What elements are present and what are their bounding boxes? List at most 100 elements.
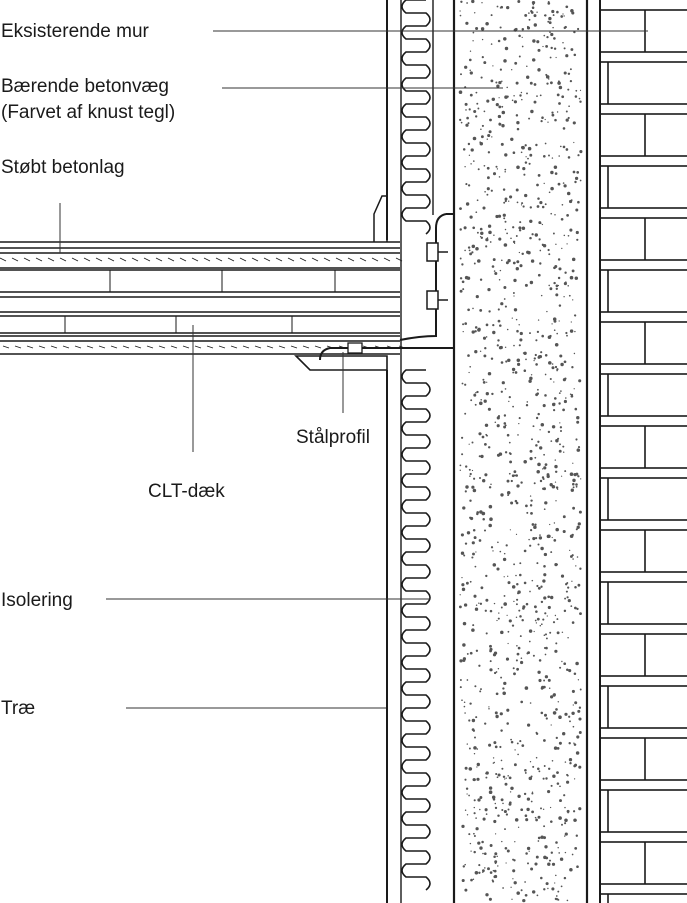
aggregate-dot [482, 479, 486, 483]
aggregate-dot [469, 50, 472, 52]
aggregate-dot [462, 323, 465, 326]
aggregate-dot [552, 232, 555, 235]
aggregate-dot [503, 414, 507, 417]
aggregate-dot [547, 0, 550, 3]
concrete-texture [278, 345, 286, 349]
aggregate-dot [544, 118, 546, 121]
aggregate-dot [480, 231, 484, 236]
aggregate-dot [473, 812, 476, 815]
aggregate-dot [530, 512, 533, 515]
aggregate-dot [513, 344, 515, 347]
aggregate-dot [498, 80, 502, 85]
aggregate-dot [475, 551, 477, 553]
aggregate-dot [510, 501, 514, 505]
aggregate-dot [529, 702, 532, 704]
aggregate-dot [551, 363, 554, 365]
aggregate-dot [565, 590, 568, 593]
aggregate-dot [537, 543, 540, 546]
aggregate-dot [495, 165, 498, 168]
aggregate-dot [554, 118, 557, 122]
aggregate-dot [548, 16, 552, 21]
aggregate-dot [496, 416, 500, 420]
aggregate-dot [485, 323, 489, 327]
concrete-texture [395, 257, 403, 262]
aggregate-dot [564, 835, 566, 837]
aggregate-dot [573, 314, 576, 316]
aggregate-dot [506, 86, 508, 89]
aggregate-dot [544, 14, 547, 17]
aggregate-dot [495, 772, 498, 776]
aggregate-dot [496, 619, 498, 622]
aggregate-dot [515, 616, 518, 619]
aggregate-dot [569, 868, 573, 872]
aggregate-dot [577, 709, 581, 713]
aggregate-dot [553, 165, 558, 169]
aggregate-dot [566, 773, 569, 776]
aggregate-dot [578, 706, 582, 709]
aggregate-dot [535, 855, 539, 859]
aggregate-dot [559, 426, 563, 429]
aggregate-dot [556, 111, 559, 113]
aggregate-dot [575, 485, 578, 488]
aggregate-dot [469, 93, 473, 97]
aggregate-dot [551, 484, 556, 489]
aggregate-dot [560, 885, 563, 888]
aggregate-dot [562, 529, 566, 534]
aggregate-dot [541, 223, 544, 226]
aggregate-dot [479, 602, 483, 605]
aggregate-dot [567, 72, 571, 76]
aggregate-dot [568, 742, 571, 745]
aggregate-dot [483, 399, 487, 403]
aggregate-dot [574, 606, 577, 610]
aggregate-dot [490, 43, 493, 45]
aggregate-dot [576, 607, 579, 611]
aggregate-dot [511, 474, 515, 478]
label-cast-concrete: Støbt betonlag [1, 157, 125, 178]
concrete-texture [359, 257, 367, 262]
aggregate-dot [531, 233, 534, 236]
aggregate-dot [565, 148, 569, 151]
aggregate-dot [572, 482, 575, 486]
aggregate-dot [487, 224, 492, 228]
aggregate-dot [534, 353, 537, 357]
aggregate-dot [459, 464, 462, 467]
aggregate-dot [473, 746, 477, 750]
aggregate-dot [511, 69, 513, 71]
aggregate-dot [498, 105, 502, 109]
aggregate-dot [520, 204, 523, 206]
aggregate-dot [462, 288, 465, 291]
aggregate-dot [533, 83, 537, 86]
aggregate-dot [494, 833, 497, 835]
aggregate-dot [478, 476, 482, 480]
aggregate-dot [472, 528, 476, 532]
aggregate-dot [508, 200, 510, 202]
aggregate-dot [501, 110, 506, 115]
aggregate-dot [479, 227, 483, 231]
aggregate-dot [547, 678, 551, 682]
aggregate-dot [475, 26, 479, 31]
aggregate-dot [578, 807, 582, 811]
aggregate-dot [465, 183, 468, 186]
aggregate-dot [526, 511, 529, 514]
aggregate-dot [560, 217, 564, 221]
aggregate-dot [528, 379, 532, 383]
aggregate-dot [575, 89, 578, 92]
aggregate-dot [486, 434, 488, 437]
aggregate-dot [532, 654, 535, 657]
aggregate-dot [565, 583, 568, 586]
concrete-texture [71, 257, 79, 262]
aggregate-dot [487, 176, 490, 180]
aggregate-dot [543, 888, 546, 891]
brick-course [599, 581, 687, 625]
aggregate-dot [476, 231, 479, 234]
aggregate-dot [531, 810, 534, 814]
aggregate-dot [495, 714, 499, 719]
concrete-texture [83, 257, 91, 262]
aggregate-dot [537, 174, 541, 177]
aggregate-dot [572, 478, 576, 483]
aggregate-dot [535, 622, 538, 624]
aggregate-dot [477, 841, 481, 845]
aggregate-dot [574, 586, 577, 589]
aggregate-dot [501, 767, 504, 770]
aggregate-dot [469, 252, 473, 256]
